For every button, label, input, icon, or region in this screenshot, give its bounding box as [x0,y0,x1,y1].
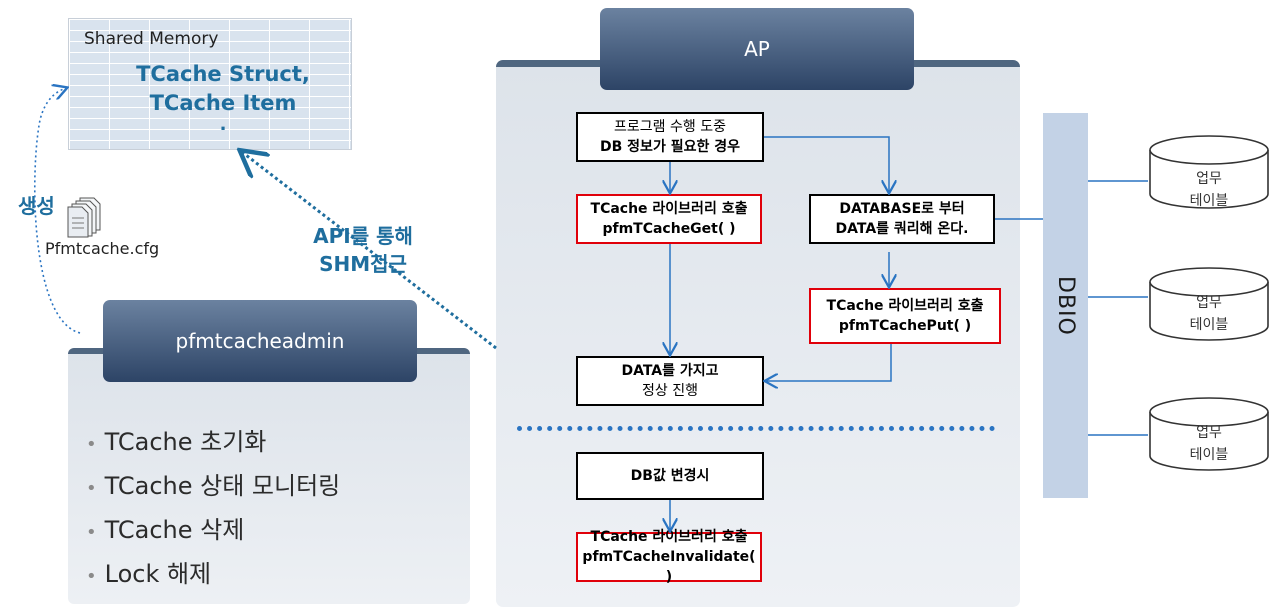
tcache-put-box: TCache 라이브러리 호출 pfmTCachePut( ) [809,288,1001,344]
table-label-line1: 업무 [1196,425,1222,441]
data-box-line2: 정상 진행 [642,383,698,399]
business-table-icon [1149,397,1269,471]
arrow-create-config [33,88,81,334]
tcache-invalidate-box: TCache 라이브러리 호출 pfmTCacheInvalidate( ) [576,529,762,585]
admin-item: • Lock 해제 [86,554,211,589]
create-label: 생성 [18,194,55,218]
api-label-line2: SHM접근 [319,252,407,276]
bullet-icon: • [86,566,97,587]
shared-memory-contents: TCache Struct, TCache Item . [68,60,378,135]
admin-item-label: TCache 초기화 [104,428,267,456]
tcache-get-box: TCache 라이브러리 호출 pfmTCacheGet( ) [576,194,762,244]
arrow-api-to-shm [242,152,497,350]
shared-memory-grid [68,18,352,150]
business-table-icon [1149,267,1269,341]
database-box-line2: DATA를 쿼리해 온다. [835,221,969,237]
program-box-line1: 프로그램 수행 도중 [614,119,726,135]
data-box: DATA를 가지고 정상 진행 [576,356,764,406]
business-table-label: 업무 테이블 [1159,168,1259,212]
business-table-label: 업무 테이블 [1159,422,1259,466]
ap-header: AP [600,8,914,90]
program-box-line2: DB 정보가 필요한 경우 [600,139,740,155]
arrow-program-to-database [764,136,889,192]
db-change-box: DB값 변경시 [576,452,764,500]
bullet-icon: • [86,478,97,499]
database-box-line1: DATABASE로 부터 [839,201,965,217]
database-box: DATABASE로 부터 DATA를 쿼리해 온다. [809,194,995,244]
business-table-label: 업무 테이블 [1159,292,1259,336]
put-box-line1: TCache 라이브러리 호출 [826,298,984,314]
invalidate-box-line1: TCache 라이브러리 호출 [590,529,748,545]
bullet-icon: • [86,434,97,455]
table-label-line2: 테이블 [1189,193,1229,209]
table-label-line2: 테이블 [1189,447,1229,463]
config-file-icon [67,197,101,238]
shared-memory-label: Shared Memory [84,29,219,49]
config-file-label: Pfmtcache.cfg [45,239,160,258]
get-box-line2: pfmTCacheGet( ) [602,221,736,237]
tcache-item-text: TCache Item [149,91,297,115]
admin-header: pfmtcacheadmin [103,300,417,382]
put-box-line2: pfmTCachePut( ) [838,318,972,334]
table-label-line1: 업무 [1196,171,1222,187]
ellipsis-dot: . [219,114,227,135]
program-box: 프로그램 수행 도중 DB 정보가 필요한 경우 [576,112,764,162]
data-box-line1: DATA를 가지고 [621,363,719,379]
table-label-line2: 테이블 [1189,317,1229,333]
arrow-put-to-data [766,344,892,381]
admin-item-label: TCache 상태 모니터링 [104,472,341,500]
admin-item: • TCache 삭제 [86,510,244,545]
admin-item: • TCache 상태 모니터링 [86,466,340,501]
invalidate-box-line2: pfmTCacheInvalidate( ) [582,549,756,585]
dbio-bar: DBIO [1043,113,1088,498]
business-table-icon [1149,135,1269,209]
admin-item-label: TCache 삭제 [104,516,245,544]
dbio-label: DBIO [1053,275,1078,336]
api-access-label: API를 통해 SHM접근 [298,222,428,278]
tcache-struct-text: TCache Struct, [136,62,310,86]
ap-divider [517,426,995,431]
table-label-line1: 업무 [1196,295,1222,311]
bullet-icon: • [86,522,97,543]
get-box-line1: TCache 라이브러리 호출 [590,201,748,217]
change-box-line1: DB값 변경시 [630,468,710,484]
admin-item: • TCache 초기화 [86,422,266,457]
admin-item-label: Lock 해제 [104,560,212,588]
